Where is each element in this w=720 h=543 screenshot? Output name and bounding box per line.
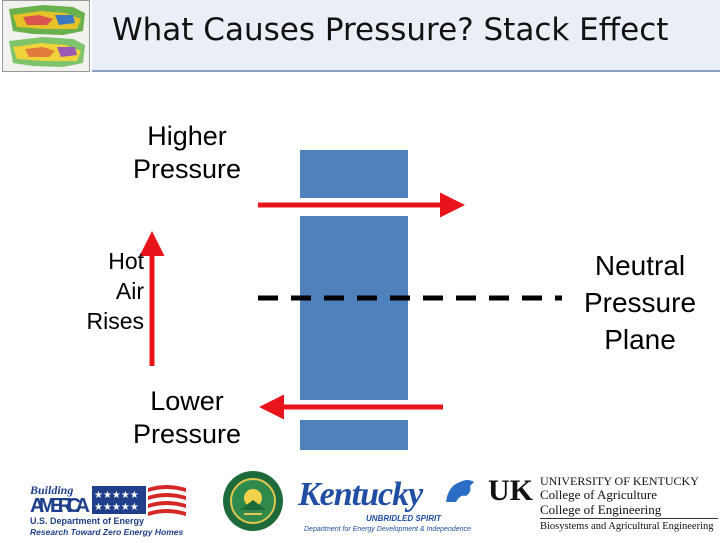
slide-title: What Causes Pressure? Stack Effect [112, 12, 669, 48]
uk-divider [540, 518, 718, 519]
building-segment-bottom [300, 420, 408, 450]
lower-pressure-label: Lower Pressure [132, 386, 242, 449]
university-of-kentucky-logo: UK UNIVERSITY OF KENTUCKY College of Agr… [488, 474, 718, 538]
svg-text:Building: Building [29, 483, 73, 497]
building-segment-middle [300, 216, 408, 400]
map-image [3, 1, 89, 71]
building-segment-top [300, 150, 408, 198]
neutral-pressure-plane-label: Neutral Pressure Plane [583, 250, 697, 356]
svg-text:★★★★★: ★★★★★ [94, 502, 139, 513]
building-america-graphic: Building AMERICA ★★★★★ ★★★★★ [29, 483, 186, 517]
higher-pressure-label: Higher Pressure [132, 121, 242, 184]
doe-seal-graphic [223, 471, 283, 531]
kentucky-energy-logo: Kentucky UNBRIDLED SPIRIT Department for… [296, 474, 476, 538]
climate-map-thumbnail [2, 0, 90, 72]
doe-seal-logo [222, 470, 284, 532]
building-america-logo: Building AMERICA ★★★★★ ★★★★★ U.S. Depart… [26, 478, 206, 538]
hot-air-rises-label: Hot Air Rises [86, 248, 144, 334]
horse-icon [446, 480, 474, 502]
title-bar [92, 0, 720, 72]
svg-text:★★★★★: ★★★★★ [94, 490, 139, 501]
svg-text:AMERICA: AMERICA [30, 495, 90, 517]
flag-stars: ★★★★★ ★★★★★ [92, 486, 146, 514]
